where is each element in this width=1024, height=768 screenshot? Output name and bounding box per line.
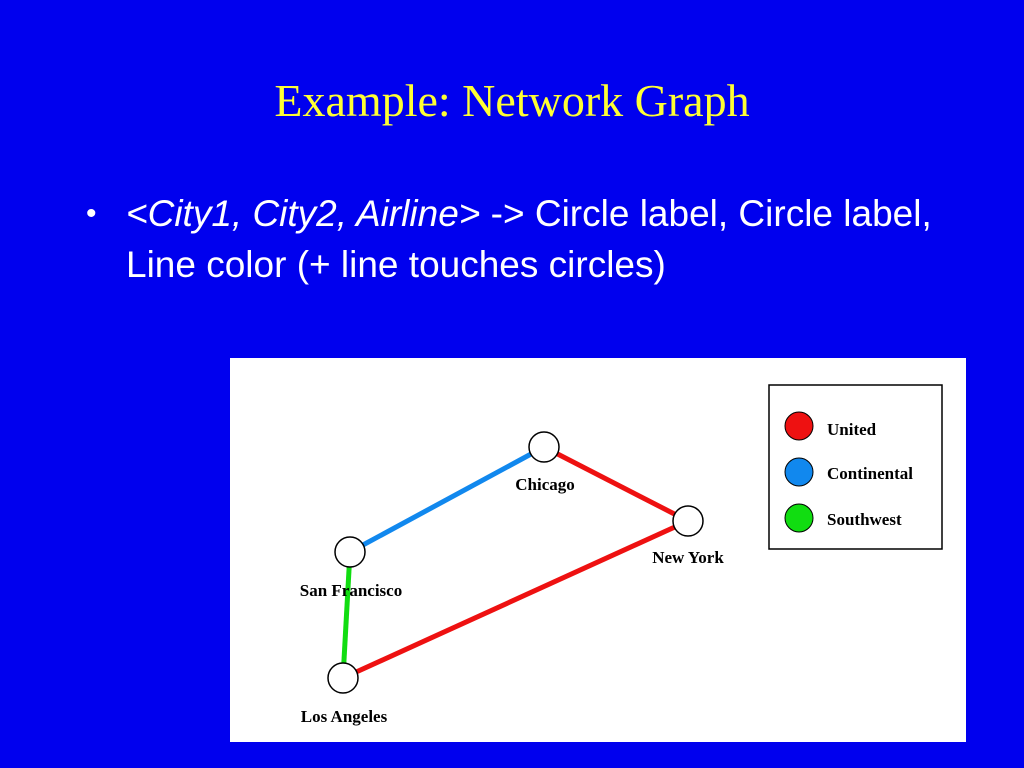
legend-united-swatch	[784, 411, 814, 441]
legend-southwest-swatch	[784, 503, 814, 533]
node-chicago-label: Chicago	[515, 475, 575, 494]
bullet-italic-text: <City1, City2, Airline>	[126, 193, 481, 234]
bullet-rest-text: -> Circle label, Circle label, Line colo…	[126, 193, 932, 285]
node-new-york-circle	[672, 505, 704, 537]
edge-sf-chicago	[348, 444, 546, 555]
network-graph-svg: Chicago New York San Francisco Los Angel…	[300, 384, 943, 726]
bullet-list: • <City1, City2, Airline> -> Circle labe…	[86, 188, 966, 290]
bullet-item: <City1, City2, Airline> -> Circle label,…	[126, 188, 966, 290]
network-diagram: Chicago New York San Francisco Los Angel…	[230, 358, 966, 742]
legend: United Continental Southwest	[768, 384, 943, 550]
edge-chicago-newyork	[542, 444, 690, 524]
node-los-angeles-label: Los Angeles	[301, 707, 388, 726]
edge-newyork-la	[341, 518, 690, 681]
node-chicago-circle	[528, 431, 560, 463]
node-san-francisco-label: San Francisco	[300, 581, 402, 600]
legend-continental-label: Continental	[827, 464, 913, 483]
slide-title: Example: Network Graph	[274, 75, 750, 126]
edge-sf-la	[340, 551, 353, 679]
node-new-york-label: New York	[652, 548, 724, 567]
node-los-angeles-circle	[327, 662, 359, 694]
legend-united-label: United	[827, 420, 877, 439]
node-san-francisco-circle	[334, 536, 366, 568]
legend-southwest-label: Southwest	[827, 510, 902, 529]
bullet-dot-icon: •	[86, 197, 97, 230]
legend-continental-swatch	[784, 457, 814, 487]
